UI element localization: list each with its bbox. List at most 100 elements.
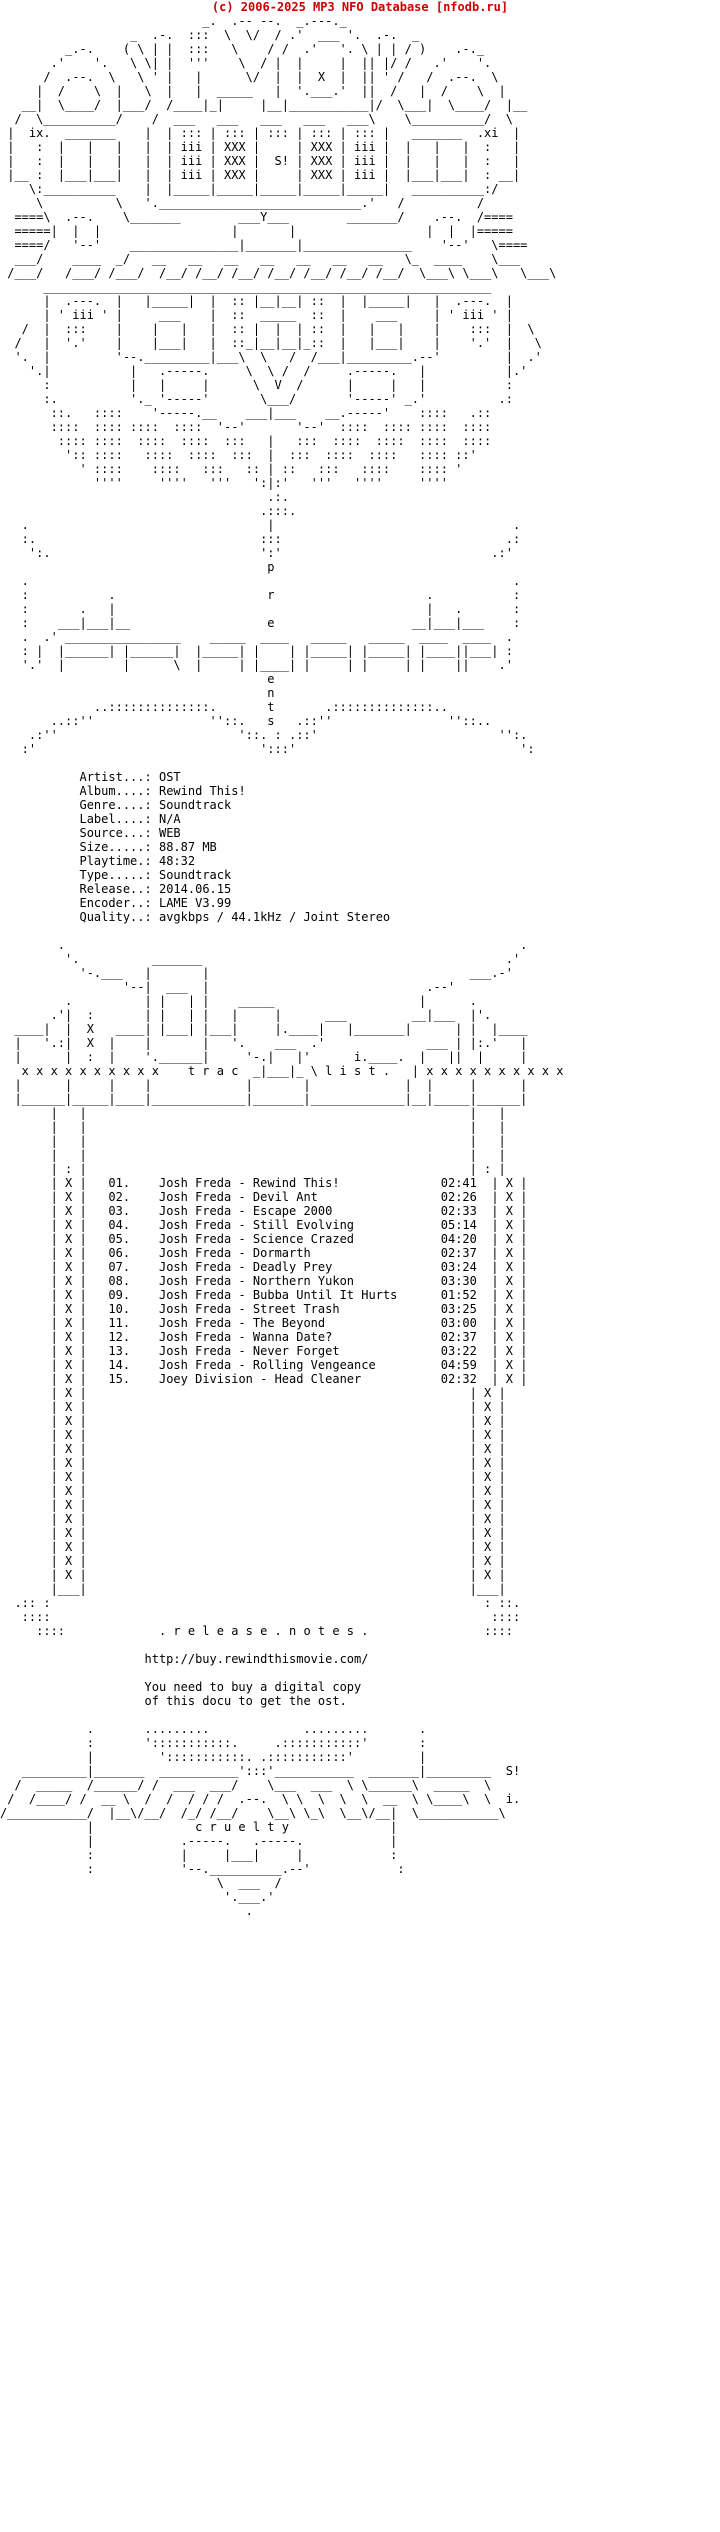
ascii-art-line: /___/ /___/ /___/ /__/ /__/ /__/ /__/ /_… bbox=[0, 266, 557, 280]
track-time: 04:59 bbox=[440, 1358, 477, 1372]
ascii-art-line: :. '._ '-----' \___/ '-----' _.' .: bbox=[0, 392, 513, 406]
site-header-title: (c) 2006-2025 MP3 NFO Database [nfodb.ru… bbox=[211, 0, 509, 14]
track-title: Josh Freda - Wanna Date? bbox=[158, 1330, 333, 1344]
ascii-art-line: |__ : |___|___| | | iii | XXX | | XXX | … bbox=[0, 168, 521, 182]
ascii-art-line: .' '. \ \| | ''' \ / | | | || |/ / .' '. bbox=[0, 56, 492, 70]
ascii-footer-line: . ......... ......... . bbox=[0, 1722, 427, 1736]
info-value: WEB bbox=[158, 826, 181, 840]
ascii-footer-line: / /____/ / __ \ / / / / / .--. \ \ \ \ \… bbox=[0, 1792, 521, 1806]
ascii-art-line: ':: :::: :::: :::: ::: | ::: :::: :::: :… bbox=[0, 448, 477, 462]
ascii-art-line: _.-. ( \ | | ::: \ / / .' '. \ | | / ) .… bbox=[0, 42, 485, 56]
ascii-art-line: ..::::::::::::::. t .::::::::::::::.. bbox=[0, 700, 448, 714]
ascii-art-line: / .--. \ \ ' | | \/ | | X | || ' / / .--… bbox=[0, 70, 499, 84]
track-number: 07. bbox=[108, 1260, 131, 1274]
ascii-art-line: . | . bbox=[0, 518, 521, 532]
ascii-art-line: | : | | | | | iii | XXX | S! | XXX | iii… bbox=[0, 154, 521, 168]
track-number: 14. bbox=[108, 1358, 131, 1372]
info-value: Rewind This! bbox=[158, 784, 246, 798]
ascii-art-line: p bbox=[0, 560, 275, 574]
info-value: 88.87 MB bbox=[158, 840, 217, 854]
track-title: Josh Freda - Devil Ant bbox=[158, 1190, 318, 1204]
track-number: 08. bbox=[108, 1274, 131, 1288]
ascii-art-line: ..::'' ''::. s .::'' ''::.. bbox=[0, 714, 492, 728]
ascii-footer-line: _________|_______ ___________':::'______… bbox=[0, 1764, 521, 1778]
ascii-art-line: \ \ '.____________________________.' / / bbox=[0, 196, 485, 210]
ascii-art-line: :' ':::' ': bbox=[0, 742, 535, 756]
track-title: Josh Freda - Science Crazed bbox=[158, 1232, 355, 1246]
ascii-art-line: ' :::: :::: ::: :: | :: ::: :::: :::: ' bbox=[0, 462, 463, 476]
track-number: 11. bbox=[108, 1316, 131, 1330]
ascii-footer-line: | .-----. .-----. | bbox=[0, 1834, 398, 1848]
info-value: Soundtrack bbox=[158, 868, 232, 882]
track-title: Josh Freda - The Beyond bbox=[158, 1316, 326, 1330]
ascii-art-line: '. | '--._________|___\ \ / /___|_______… bbox=[0, 350, 542, 364]
info-label: Label....: bbox=[79, 812, 152, 826]
ascii-logo-line: |______|_____|____|_____________|_______… bbox=[0, 1092, 528, 1106]
track-time: 02:26 bbox=[440, 1190, 477, 1204]
info-label: Size.....: bbox=[79, 840, 152, 854]
ascii-art-line: ________________________________________… bbox=[0, 280, 492, 294]
info-label: Encoder..: bbox=[79, 896, 152, 910]
ascii-logo-line: | '.:| X | | | '. ___ .' ___ | |:.' | bbox=[0, 1036, 528, 1050]
info-label: Genre....: bbox=[79, 798, 152, 812]
info-value: 2014.06.15 bbox=[158, 882, 232, 896]
track-title: Josh Freda - Rewind This! bbox=[158, 1176, 340, 1190]
ascii-art-line: : . | | . : bbox=[0, 602, 521, 616]
track-time: 03:30 bbox=[440, 1274, 477, 1288]
track-title: Josh Freda - Deadly Prey bbox=[158, 1260, 333, 1274]
ascii-art-line: .:. bbox=[0, 490, 289, 504]
ascii-art-line: | : | | | | | iii | XXX | | XXX | iii | … bbox=[0, 140, 521, 154]
ascii-art-line: | ix. _______ | | ::: | ::: | ::: | ::: … bbox=[0, 126, 521, 140]
info-label: Quality..: bbox=[79, 910, 152, 924]
info-label: Source...: bbox=[79, 826, 152, 840]
track-number: 13. bbox=[108, 1344, 131, 1358]
ascii-art-line: _. .-- --. _.---._ bbox=[0, 14, 347, 28]
track-time: 02:41 bbox=[440, 1176, 477, 1190]
ascii-art-line: '.| | .-----. \ \ / / .-----. | |.' bbox=[0, 364, 528, 378]
track-title: Josh Freda - Northern Yukon bbox=[158, 1274, 355, 1288]
track-number: 06. bbox=[108, 1246, 131, 1260]
ascii-logo-line: . | | | | _____ | . bbox=[0, 994, 477, 1008]
track-time: 02:37 bbox=[440, 1246, 477, 1260]
ascii-art-line: _ .-. ::: \ \/ / .' ___ '. .-. _ bbox=[0, 28, 420, 42]
ascii-art-line: : | | | \ V / | | | : bbox=[0, 378, 513, 392]
release-notes-heading: . r e l e a s e . n o t e s . bbox=[158, 1624, 369, 1638]
track-number: 15. bbox=[108, 1372, 131, 1386]
ascii-art-line: :::: :::: :::: :::: '--' '--' :::: :::: … bbox=[0, 420, 492, 434]
release-notes-line: of this docu to get the ost. bbox=[144, 1694, 347, 1708]
track-number: 02. bbox=[108, 1190, 131, 1204]
ascii-logo-line: | | | | | | | | | | bbox=[0, 1078, 528, 1092]
track-time: 02:33 bbox=[440, 1204, 477, 1218]
track-time: 05:14 bbox=[440, 1218, 477, 1232]
ascii-footer-line: \ ___ / bbox=[0, 1876, 282, 1890]
track-number: 09. bbox=[108, 1288, 131, 1302]
ascii-art-line: __| \____/ |___/ /____|_| |__|__________… bbox=[0, 98, 528, 112]
info-value: N/A bbox=[158, 812, 181, 826]
track-title: Josh Freda - Rolling Vengeance bbox=[158, 1358, 376, 1372]
ascii-logo-line: ____| | X ____| |___| |___| |.____| |___… bbox=[0, 1022, 528, 1036]
track-time: 03:25 bbox=[440, 1302, 477, 1316]
track-time: 04:20 bbox=[440, 1232, 477, 1246]
ascii-logo-line: x x x x x x x x x x t r a c _|___|_ \ l … bbox=[0, 1064, 564, 1078]
ascii-footer-line: | ':::::::::::. .:::::::::::' | bbox=[0, 1750, 427, 1764]
ascii-logo-line: .'| : | | | | | | ___ __|___ |'. bbox=[0, 1008, 492, 1022]
track-title: Josh Freda - Bubba Until It Hurts bbox=[158, 1288, 398, 1302]
ascii-logo-line: . . bbox=[0, 938, 528, 952]
ascii-art-line: : . r . : bbox=[0, 588, 521, 602]
ascii-art-line: . . bbox=[0, 574, 521, 588]
ascii-art-line: | .---. | |_____| | :: |__|__| :: | |___… bbox=[0, 294, 513, 308]
track-number: 12. bbox=[108, 1330, 131, 1344]
ascii-art-line: .:::. bbox=[0, 504, 297, 518]
ascii-art-line: . .' ________________ _____ ____ _____ _… bbox=[0, 630, 513, 644]
track-number: 05. bbox=[108, 1232, 131, 1246]
ascii-art-line: ':. ':' .:' bbox=[0, 546, 513, 560]
ascii-logo-line: '--| ___ | .--' bbox=[0, 980, 456, 994]
info-label: Album....: bbox=[79, 784, 152, 798]
ascii-art-line: e bbox=[0, 672, 275, 686]
ascii-footer-line: / _____ /______/ / ___ ___/ \___ ___ \ \… bbox=[0, 1778, 492, 1792]
info-value: OST bbox=[158, 770, 181, 784]
ascii-logo-line: '. _______ .' bbox=[0, 952, 521, 966]
ascii-art-line: n bbox=[0, 686, 275, 700]
ascii-art-line: / | '.' | |___| | ::_|__|__|_:: | |___| … bbox=[0, 336, 542, 350]
track-number: 04. bbox=[108, 1218, 131, 1232]
